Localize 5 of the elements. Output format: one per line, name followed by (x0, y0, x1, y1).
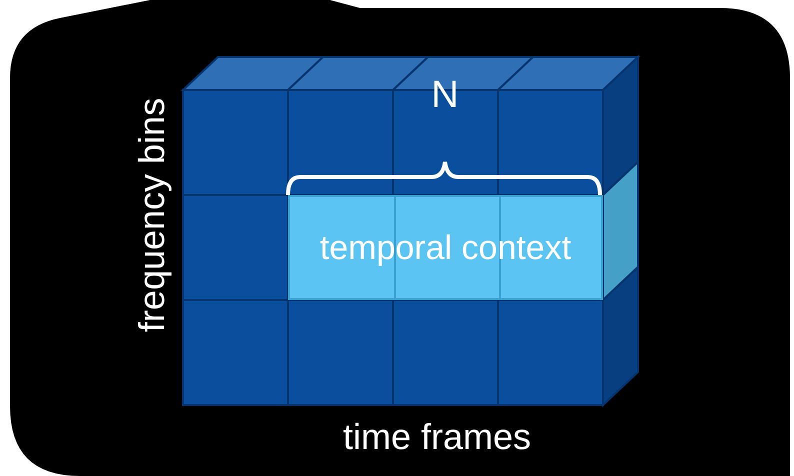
band-label: temporal context (320, 230, 572, 264)
axis-label: frequency bins (134, 98, 170, 332)
count-label: N (431, 76, 459, 114)
axis-label: time frames (342, 419, 532, 455)
highlighted-cell-band (288, 195, 603, 300)
